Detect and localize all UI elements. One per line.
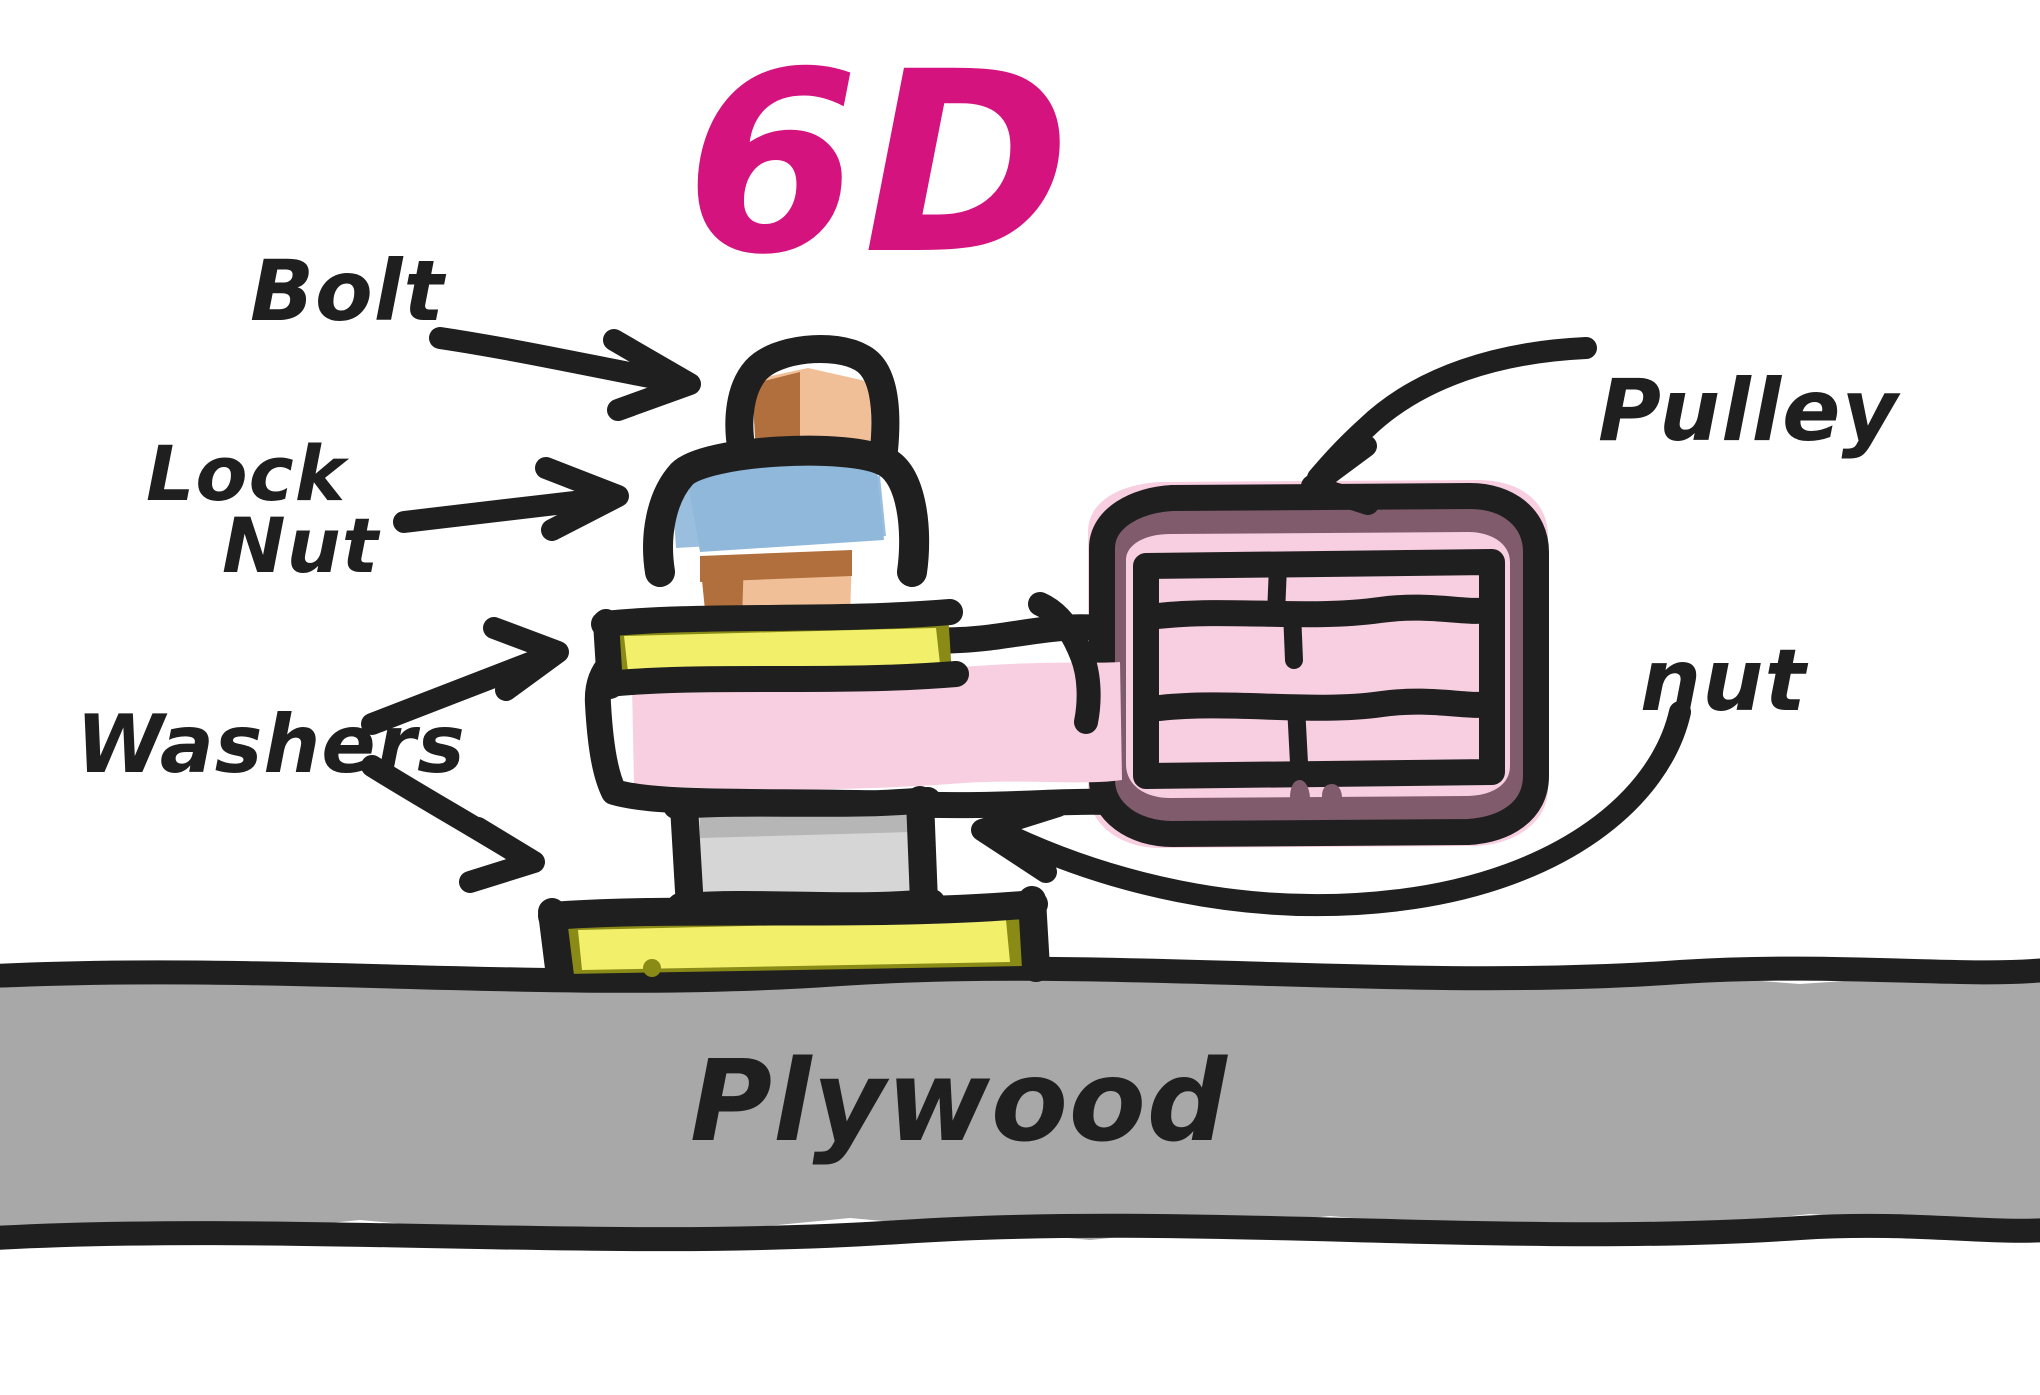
pulley-hub-pink-fill [632, 662, 1122, 790]
arrow-nut-shaft [999, 701, 1691, 917]
arrow-locknut-shaft [393, 487, 619, 533]
nut-outline-right [906, 786, 938, 916]
label-lock-nut-line1: Lock [146, 429, 350, 518]
washer-bottom-outline-left [538, 898, 574, 990]
washer-top-left-cap [593, 609, 623, 699]
label-bolt: Bolt [250, 242, 447, 340]
pulley-groove-lower [1147, 688, 1503, 721]
pulley-rim-mauve [1104, 496, 1532, 832]
plywood-bottom-edge [0, 1213, 2040, 1252]
pulley-hub-tick-top [1267, 557, 1287, 623]
label-pulley: Pulley [1598, 361, 1901, 461]
title-6d: 6D [685, 18, 1074, 309]
bolt-stack [538, 334, 1050, 990]
annotation-arrows [361, 327, 1691, 917]
pulley-hub-tick-mid [1283, 603, 1303, 669]
bolt-shank-shadow-2 [700, 550, 852, 582]
lock-nut-fill-2 [672, 476, 886, 548]
lock-nut-outline [643, 435, 930, 587]
pulley-inner-frame [1133, 549, 1505, 789]
arrow-bolt-head [603, 329, 701, 421]
label-nut: nut [1640, 631, 1808, 731]
arrow-washers-lower-head [459, 817, 545, 893]
label-washers: Washers [76, 698, 466, 791]
label-lock-nut-line2: Nut [222, 501, 381, 590]
washer-bottom-outline-right [1018, 886, 1050, 982]
nut-outline-top [663, 787, 941, 819]
pulley-drip-1 [1290, 780, 1310, 818]
nut-outline-left [670, 792, 704, 922]
plywood-base [0, 956, 2040, 1252]
pulley-groove-upper [1145, 594, 1501, 629]
arrow-bolt-shaft [429, 327, 687, 393]
pulley-frame-outline [1089, 483, 1549, 847]
arrow-nut-head [971, 795, 1069, 883]
pulley-hub-step [1028, 592, 1101, 734]
plywood-top-edge [0, 956, 2040, 993]
pulley-drip-2 [1322, 784, 1342, 810]
arrow-locknut-head [535, 457, 629, 541]
washer-top-outline-top [591, 599, 963, 637]
label-plywood: Plywood [690, 1037, 1229, 1167]
pulley-assembly [1088, 480, 1549, 848]
pulley-hub-tick-bottom [1287, 697, 1309, 791]
bolt-head-shadow [752, 372, 800, 454]
washer-bottom-dot [643, 959, 661, 977]
plywood-grain-2 [60, 1140, 1880, 1200]
washer-bottom-highlight [578, 920, 1010, 970]
washer-top-outline-bottom [595, 661, 969, 697]
arrow-washers-upper-head [483, 617, 569, 701]
bolt-head-outline [725, 334, 900, 466]
plywood-grain-1 [20, 1000, 1960, 1058]
washer-bottom-outline-top [538, 890, 1048, 930]
washer-top-highlight [624, 628, 940, 672]
arrow-pulley-head [1301, 435, 1379, 515]
